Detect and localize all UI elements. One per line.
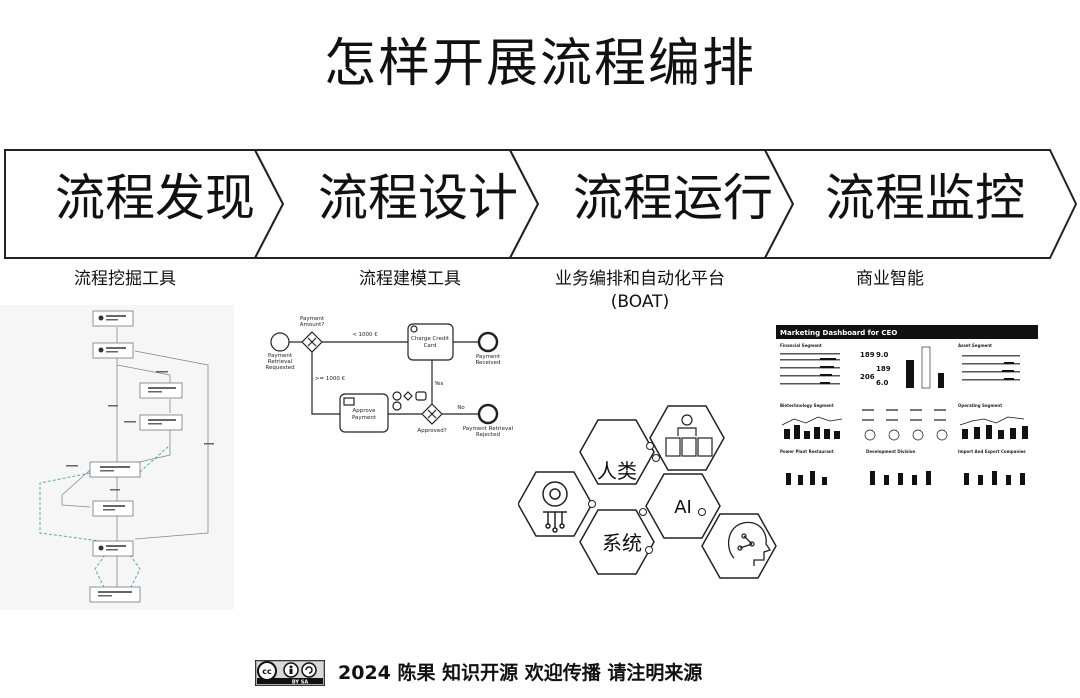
task-charge-card [407,323,454,361]
no-label: No [457,405,465,411]
sub-run-boat: (BOAT) [610,292,670,312]
sub-discovery: 流程挖掘工具 [74,269,176,289]
gateway-amount-label-2: Amount? [300,322,325,328]
kpi-3: 189 [876,365,891,373]
section-asset: Asset Segment [958,343,992,348]
kpi-5: 6.0 [876,379,889,387]
task-charge-label-2: Card [424,343,437,349]
edge-low-label: < 1000 € [352,332,378,338]
sub-monitor: 商业智能 [856,269,924,289]
stage-label-discovery: 流程发现 [55,169,255,227]
page-title: 怎样开展流程编排 [323,34,756,94]
gateway-approved-label: Approved? [417,428,446,434]
person-desk-icon [665,414,713,457]
section-development: Development Division [866,449,916,454]
section-financial: Financial Segment [780,343,822,348]
edge-high-label: >= 1000 € [315,376,346,382]
chevron-monitor [763,149,1078,259]
end-received-label-2: Received [475,360,500,366]
hex-system [579,509,655,575]
task-approve-payment [339,393,389,433]
boat-hexagons: 人类 AI 系统 [518,405,777,579]
start-label-1: Payment [268,353,293,359]
sub-design: 流程建模工具 [359,269,461,289]
hex-system-label: 系统 [602,531,642,555]
kpi-2: 9.0 [876,351,889,359]
dashboard-header [776,325,1038,339]
gateway-amount-label-1: Payment [300,316,325,322]
task-charge-label-1: Charge Credit [411,336,450,342]
cc-license-badge: cc BY SA [255,660,325,686]
section-biotech: Biotechnology Segment [780,403,834,408]
end-rejected-label-2: Rejected [476,432,500,438]
section-import-export: Import And Export Companies [958,449,1026,454]
end-received-label-1: Payment [476,354,501,360]
gear-icon [542,481,568,533]
hex-human [579,419,655,485]
process-chevrons [4,149,1078,259]
hex-ai-label: AI [674,497,692,518]
start-label-3: Requested [265,365,294,371]
task-approve-label-1: Approve [353,408,377,414]
end-rejected [477,403,499,425]
task-approve-label-2: Payment [352,415,377,421]
start-label-2: Retrieval [268,359,293,365]
bpmn-diagram: Payment Retrieval Requested Payment Amou… [265,316,514,438]
yes-label: Yes [434,381,444,387]
sub-run: 业务编排和自动化平台 [555,269,725,289]
svg-text:cc: cc [262,667,272,676]
stage-label-design: 流程设计 [318,169,518,227]
cc-license-label: BY SA [292,680,309,686]
hex-human-label: 人类 [597,459,637,483]
hex-ai [645,473,721,539]
end-received [477,331,499,353]
section-operating: Operating Segment [958,403,1002,408]
process-mining-graph [0,305,234,610]
footer-text: 2024 陈果 知识开源 欢迎传播 请注明来源 [338,662,703,684]
stage-label-run: 流程运行 [573,169,773,227]
section-power-plant: Power Plant Restaurant [780,449,834,454]
footer: cc BY SA 2024 陈果 知识开源 欢迎传播 请注明来源 [0,660,1080,688]
brain-icon [728,521,772,566]
kpi-4: 206 [860,373,875,381]
stage-label-monitor: 流程监控 [825,169,1025,227]
kpi-1: 189 [860,351,875,359]
end-rejected-label-1: Payment Retrieval [463,426,514,432]
marketing-dashboard: Marketing Dashboard for CEO Financial Se… [776,325,1038,495]
start-event [270,332,290,352]
dashboard-title: Marketing Dashboard for CEO [780,329,897,337]
